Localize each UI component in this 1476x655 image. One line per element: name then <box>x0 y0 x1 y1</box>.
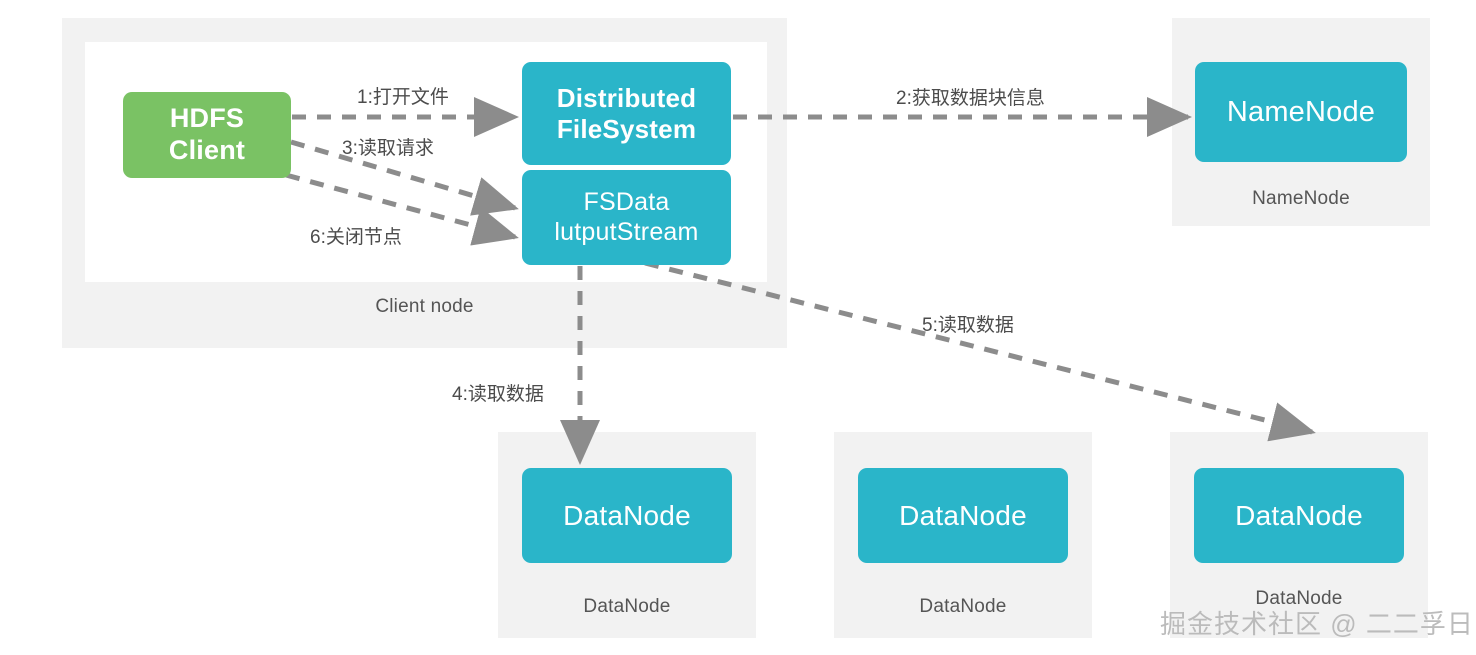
edge-label-5: 5:读取数据 <box>922 315 1014 336</box>
node-fsdis-line1: FSData <box>583 188 670 216</box>
node-datanode-3[interactable]: DataNode <box>1194 468 1404 563</box>
node-datanode-1-label: DataNode <box>563 499 691 531</box>
node-fsdata-inputstream[interactable]: FSData lutputStream <box>522 170 731 265</box>
group-caption-namenode: NameNode <box>1252 188 1350 209</box>
node-namenode[interactable]: NameNode <box>1195 62 1407 162</box>
node-datanode-1[interactable]: DataNode <box>522 468 732 563</box>
node-distributed-filesystem[interactable]: Distributed FileSystem <box>522 62 731 165</box>
edge-label-1: 1:打开文件 <box>357 87 449 108</box>
group-caption-datanode-2: DataNode <box>919 596 1007 617</box>
group-caption-datanode-3: DataNode <box>1255 588 1343 609</box>
node-datanode-2-label: DataNode <box>899 499 1027 531</box>
edge-label-3: 3:读取请求 <box>342 138 434 159</box>
node-datanode-3-label: DataNode <box>1235 499 1363 531</box>
node-fsdis-line2: lutputStream <box>554 217 699 246</box>
group-caption-client-node: Client node <box>375 296 474 317</box>
node-dfs-line1: Distributed <box>556 82 697 113</box>
node-dfs-line2: FileSystem <box>556 113 697 144</box>
node-namenode-label: NameNode <box>1226 95 1376 128</box>
group-caption-datanode-1: DataNode <box>583 596 671 617</box>
watermark: 掘金技术社区 @ 二二孚日 <box>1160 609 1474 639</box>
edge-label-2: 2:获取数据块信息 <box>896 88 1045 109</box>
edge-label-6: 6:关闭节点 <box>310 227 402 248</box>
node-hdfs-client-line1: HDFS <box>169 103 245 134</box>
node-datanode-2[interactable]: DataNode <box>858 468 1068 563</box>
node-hdfs-client[interactable]: HDFS Client <box>123 92 291 178</box>
edge-label-4: 4:读取数据 <box>452 384 544 405</box>
node-hdfs-client-line2: Client <box>168 135 246 165</box>
